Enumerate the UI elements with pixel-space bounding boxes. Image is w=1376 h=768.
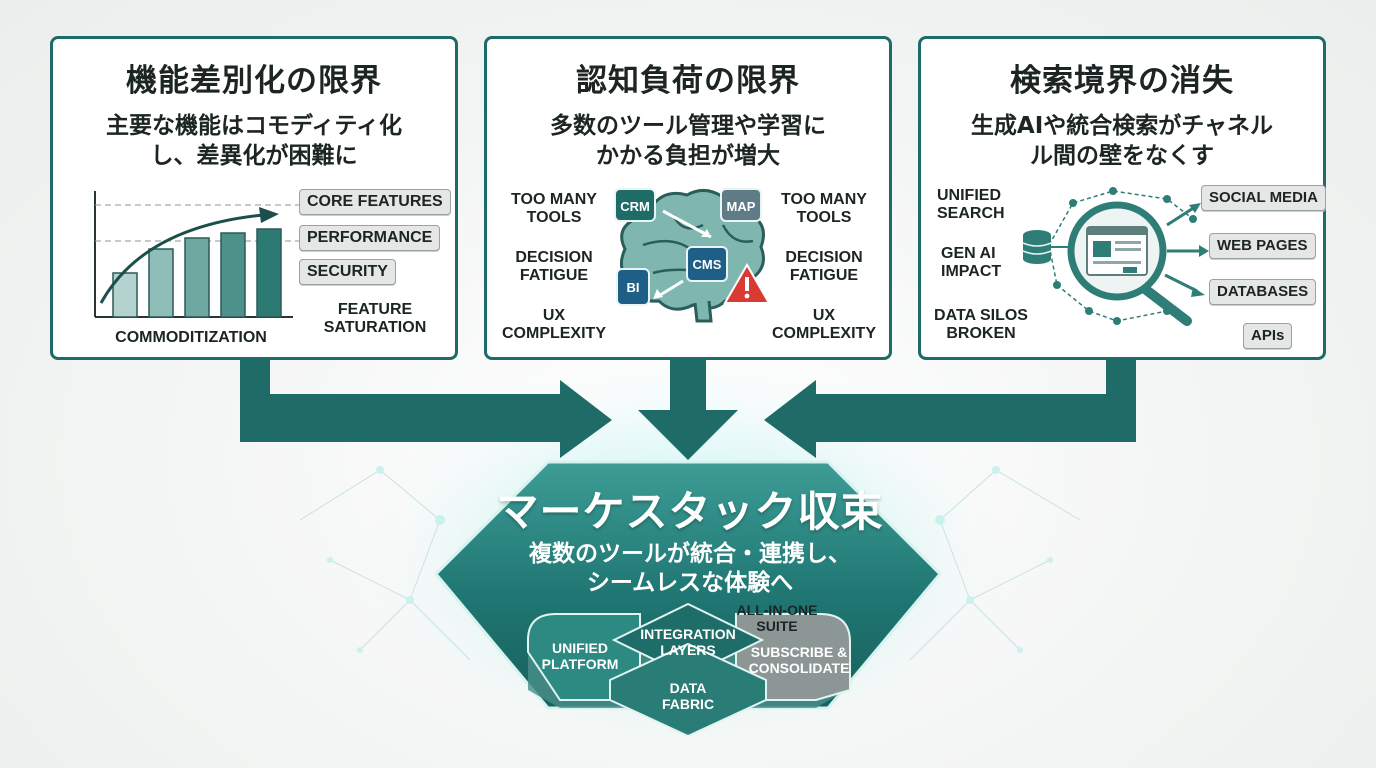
channel-social-media: SOCIAL MEDIA (1201, 185, 1326, 211)
panel-title: 認知負荷の限界 (576, 63, 800, 99)
panel-subtitle: 主要な機能はコモディティ化 し、差異化が困難に (105, 113, 402, 169)
bar-5 (256, 228, 282, 318)
tag-performance: PERFORMANCE (299, 225, 441, 251)
crm-icon (614, 188, 656, 222)
panel-subtitle: 生成AIや統合検索がチャネル ル間の壁をなくす (970, 113, 1274, 169)
arrow-left (240, 360, 612, 458)
bar-2 (148, 248, 174, 318)
panel-title: 検索境界の消失 (1010, 63, 1234, 99)
svg-text:CMS: CMS (693, 257, 722, 272)
map-icon (720, 188, 762, 222)
panel-subtitle: 多数のツール管理や学習に かかる負担が増大 (550, 113, 826, 169)
database-icon (1022, 230, 1052, 264)
channel-apis: APIs (1243, 323, 1293, 349)
feature-saturation-label: FEATURE SATURATION (323, 301, 427, 336)
search-network-illustration (1022, 187, 1209, 326)
curve-arrowhead (259, 207, 279, 223)
arrow-center (638, 360, 738, 460)
flow-arrows (240, 360, 1136, 460)
center-subtitle: 複数のツールが統合・連携し、 シームレスな体験へ (529, 541, 851, 596)
network-nodes (327, 466, 1053, 653)
commoditization-label: COMMODITIZATION (115, 329, 267, 346)
bar-4 (220, 232, 246, 318)
panel-title: 機能差別化の限界 (126, 63, 382, 99)
tag-security: SECURITY (299, 259, 396, 285)
bar-3 (184, 237, 210, 318)
bi-icon (616, 268, 650, 306)
commoditization-chart (94, 191, 303, 318)
svg-text:CRM: CRM (620, 199, 650, 214)
subscribe-consolidate-label: SUBSCRIBE &CONSOLIDATE (748, 644, 850, 676)
magnifier-icon (1067, 201, 1192, 326)
channel-databases: DATABASES (1209, 279, 1317, 305)
svg-text:BI: BI (627, 280, 640, 295)
cms-icon (686, 246, 728, 282)
tag-core-features: CORE FEATURES (299, 189, 451, 215)
network-lines (299, 469, 1081, 661)
brain-tools-illustration: CRM MAP CMS BI (614, 188, 771, 323)
saturation-curve (99, 213, 264, 304)
platform-stack (527, 602, 851, 738)
svg-text:MAP: MAP (727, 199, 756, 214)
swap-arrow-icon (662, 209, 712, 239)
channel-web-pages: WEB PAGES (1209, 233, 1316, 259)
arrow-right (764, 360, 1136, 458)
center-title: マーケスタック収束 (496, 487, 884, 536)
data-fabric-piece (609, 642, 767, 738)
panel-feature-differentiation: 機能差別化の限界 主要な機能はコモディティ化 し、差異化が困難に CORE FE… (50, 36, 458, 360)
